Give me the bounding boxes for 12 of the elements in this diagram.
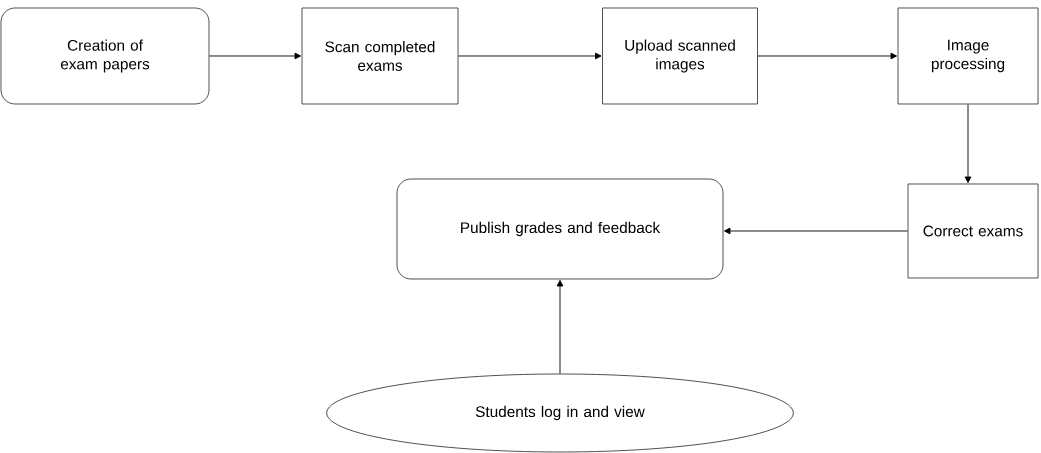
arrow [458,52,602,60]
arrow [209,52,301,60]
process-box: Scan completed exams [301,7,459,105]
process-box: Image processing [897,7,1039,105]
process-box: Correct exams [907,183,1039,279]
process-box: Upload scanned images [602,7,758,105]
rounded-box: Publish grades and feedback [396,178,724,280]
arrow [556,280,564,374]
arrow [964,104,972,183]
rounded-box: Creation of exam papers [0,7,210,105]
arrow [724,227,908,235]
arrow [757,52,897,60]
